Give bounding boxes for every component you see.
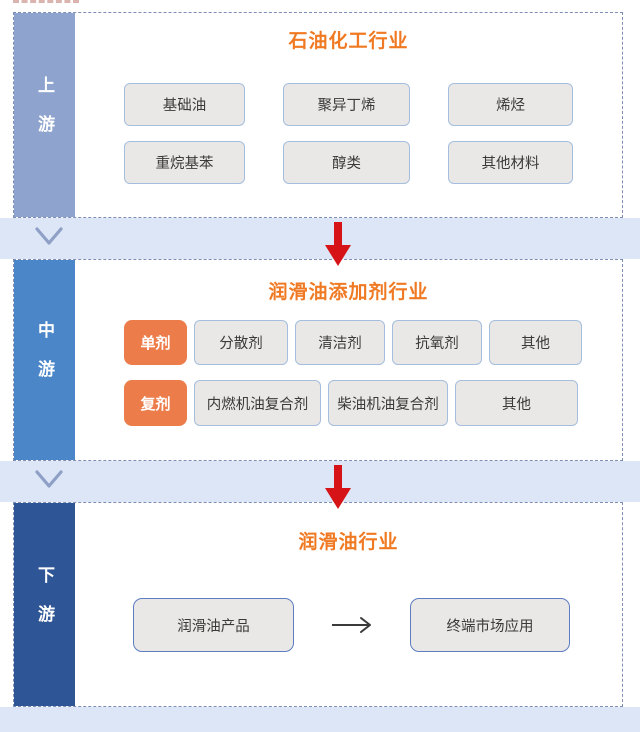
- section-downstream-content: 润滑油行业 润滑油产品 终端市场应用: [75, 503, 622, 706]
- stage-label-downstream: 下游: [14, 503, 75, 706]
- chevron-down-icon: [35, 227, 63, 245]
- node-box: 基础油: [124, 83, 245, 126]
- midstream-row-compound-agents: 复剂 内燃机油复合剂 柴油机油复合剂 其他: [124, 380, 578, 426]
- page-bottom-strip: [0, 707, 640, 732]
- node-box: 烯烃: [448, 83, 573, 126]
- node-box: 分散剂: [194, 320, 288, 365]
- node-box: 重烷基苯: [124, 141, 245, 184]
- node-box: 润滑油产品: [133, 598, 294, 652]
- node-box: 清洁剂: [295, 320, 385, 365]
- downstream-flow: 润滑油产品 终端市场应用: [133, 598, 570, 652]
- upstream-node-grid: 基础油 聚异丁烯 烯烃 重烷基苯 醇类 其他材料: [124, 83, 574, 184]
- midstream-row-single-agents: 单剂 分散剂 清洁剂 抗氧剂 其他: [124, 320, 582, 365]
- section-title-upstream: 石油化工行业: [288, 31, 409, 52]
- cropped-element-remnant: [13, 0, 79, 3]
- section-midstream-content: 润滑油添加剂行业 单剂 分散剂 清洁剂 抗氧剂 其他 复剂 内燃机油复合剂 柴油…: [75, 260, 622, 460]
- arrow-right-icon: [332, 617, 371, 633]
- transition-band: [0, 218, 640, 266]
- category-tag: 单剂: [124, 320, 187, 365]
- arrow-down-icon: [325, 222, 351, 266]
- section-upstream: 上游 石油化工行业 基础油 聚异丁烯 烯烃 重烷基苯 醇类 其他材料: [13, 12, 623, 218]
- node-box: 内燃机油复合剂: [194, 380, 321, 426]
- category-tag: 复剂: [124, 380, 187, 426]
- stage-label-midstream: 中游: [14, 260, 75, 460]
- section-title-midstream: 润滑油添加剂行业: [268, 282, 429, 303]
- node-box: 终端市场应用: [410, 598, 570, 652]
- node-box: 抗氧剂: [392, 320, 482, 365]
- node-box: 其他材料: [448, 141, 573, 184]
- node-box: 其他: [455, 380, 578, 426]
- stage-label-upstream: 上游: [14, 13, 75, 217]
- node-box: 醇类: [283, 141, 410, 184]
- section-downstream: 下游 润滑油行业 润滑油产品 终端市场应用: [13, 502, 623, 707]
- section-midstream: 中游 润滑油添加剂行业 单剂 分散剂 清洁剂 抗氧剂 其他 复剂 内燃机油复合剂…: [13, 259, 623, 461]
- arrow-down-icon: [325, 465, 351, 509]
- section-title-downstream: 润滑油行业: [298, 532, 399, 553]
- node-box: 其他: [489, 320, 582, 365]
- chevron-down-icon: [35, 470, 63, 488]
- node-box: 柴油机油复合剂: [328, 380, 448, 426]
- transition-band: [0, 461, 640, 509]
- section-upstream-content: 石油化工行业 基础油 聚异丁烯 烯烃 重烷基苯 醇类 其他材料: [75, 13, 622, 217]
- node-box: 聚异丁烯: [283, 83, 410, 126]
